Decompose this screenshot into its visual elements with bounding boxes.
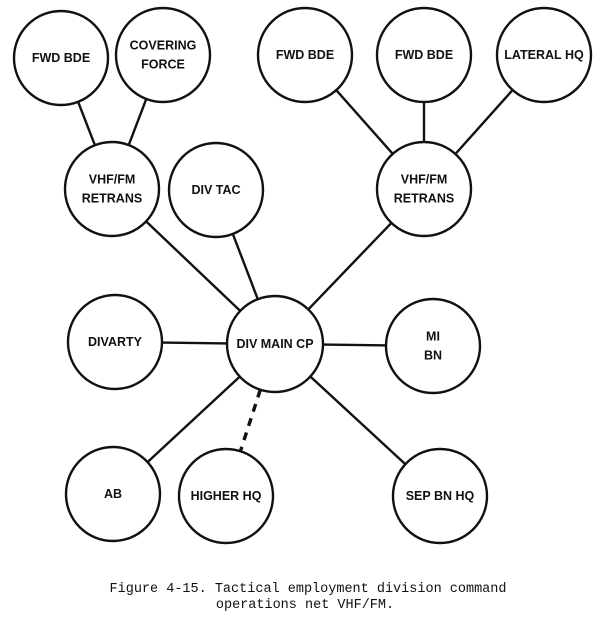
- node-fwd-bde-2: FWD BDE: [256, 6, 354, 104]
- edge-divarty-to-div-main-cp: [161, 341, 228, 345]
- edge-div-main-cp-to-sep-bn-hq: [309, 375, 407, 466]
- node-retrans-right: VHF/FM RETRANS: [375, 140, 473, 238]
- edge-retrans-left-to-div-main-cp: [145, 220, 242, 312]
- node-label: FWD BDE: [276, 48, 334, 62]
- node-label: BN: [424, 349, 442, 363]
- edge-retrans-right-to-div-main-cp: [307, 222, 393, 311]
- node-label: DIV TAC: [191, 183, 240, 197]
- node-label: SEP BN HQ: [406, 489, 475, 503]
- edge-div-main-cp-to-ab: [146, 375, 241, 463]
- node-fwd-bde-1: FWD BDE: [12, 9, 110, 107]
- node-circle: [167, 141, 265, 239]
- edge-div-main-cp-to-mi-bn: [322, 343, 387, 347]
- figure-caption: Figure 4-15. Tactical employment divisio…: [0, 582, 610, 614]
- edge-covering-force-to-retrans-left: [127, 98, 148, 146]
- node-label: VHF/FM: [401, 173, 448, 187]
- caption-line-1: Figure 4-15. Tactical employment divisio…: [109, 582, 507, 597]
- node-label: RETRANS: [82, 192, 142, 206]
- node-mi-bn: MI BN: [384, 297, 482, 395]
- node-lateral-hq: LATERAL HQ: [495, 6, 593, 104]
- node-divarty: DIVARTY: [66, 293, 164, 391]
- node-ab: AB: [64, 445, 162, 543]
- edge-lateral-hq-to-retrans-right: [454, 89, 514, 155]
- node-circle: [12, 9, 110, 107]
- node-circle: [375, 6, 473, 104]
- node-circle: [177, 447, 275, 545]
- node-sep-bn-hq: SEP BN HQ: [391, 447, 489, 545]
- node-label: DIV MAIN CP: [236, 337, 313, 351]
- node-circle: [64, 445, 162, 543]
- edges-layer: [76, 89, 514, 466]
- node-label: RETRANS: [394, 192, 454, 206]
- node-label: MI: [426, 330, 440, 344]
- node-div-main-cp: DIV MAIN CP: [225, 294, 325, 394]
- node-circle: [66, 293, 164, 391]
- edge-fwd-bde-1-to-retrans-left: [76, 101, 97, 146]
- network-diagram: FWD BDE COVERING FORCE FWD BDE FWD BDE LATERA…: [12, 6, 593, 545]
- node-label: FWD BDE: [395, 48, 453, 62]
- edge-div-tac-to-div-main-cp: [231, 233, 259, 300]
- edge-div-main-cp-to-higher-hq: [238, 389, 262, 452]
- node-label: VHF/FM: [89, 173, 136, 187]
- node-circle: [225, 294, 325, 394]
- node-circle: [391, 447, 489, 545]
- node-label: FWD BDE: [32, 51, 90, 65]
- node-circle: [256, 6, 354, 104]
- node-label: HIGHER HQ: [191, 489, 262, 503]
- node-label: LATERAL HQ: [504, 48, 584, 62]
- node-circle: [63, 140, 161, 238]
- node-covering-force: COVERING FORCE: [114, 6, 212, 104]
- node-circle: [495, 6, 593, 104]
- node-fwd-bde-3: FWD BDE: [375, 6, 473, 104]
- node-label: AB: [104, 487, 122, 501]
- nodes-layer: FWD BDE COVERING FORCE FWD BDE FWD BDE LATERA…: [12, 6, 593, 545]
- node-label: DIVARTY: [88, 335, 143, 349]
- node-circle: [114, 6, 212, 104]
- node-circle: [384, 297, 482, 395]
- node-retrans-left: VHF/FM RETRANS: [63, 140, 161, 238]
- node-label: FORCE: [141, 58, 185, 72]
- caption-line-2: operations net VHF/FM.: [215, 598, 395, 613]
- node-label: COVERING: [130, 39, 197, 53]
- node-circle: [375, 140, 473, 238]
- edge-fwd-bde-2-to-retrans-right: [335, 89, 394, 155]
- node-higher-hq: HIGHER HQ: [177, 447, 275, 545]
- node-div-tac: DIV TAC: [167, 141, 265, 239]
